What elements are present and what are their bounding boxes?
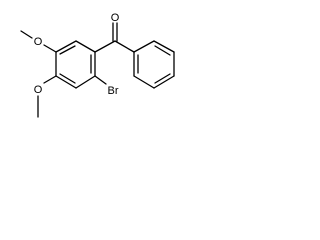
ring1-bond-4-inner [59,73,76,84]
ring1-to-bottom-oxygen-bond [43,75,57,84]
methoxy-top-oxygen-label: O [34,36,43,48]
ring2-bond-2-inner [154,45,171,56]
ring1-bond-4 [55,75,77,89]
ring1-to-top-oxygen-bond [43,44,57,53]
ring1-bond-6 [55,40,77,53]
molecule-diagram: O Br O O [20,12,175,118]
ring2-bond-4 [153,75,175,89]
bromine-label: Br [108,85,119,97]
carbonyl-oxygen-label: O [111,12,120,24]
ring1-bond-1 [75,40,96,53]
ring1-bond-6-inner [59,45,76,55]
phenyl-ring [114,40,175,89]
methoxy-bottom-oxygen-label: O [34,84,43,96]
methoxy-group-bottom: O [34,75,57,118]
carbonyl-group: O [94,12,120,53]
left-benzene-ring [55,40,96,89]
ring2-bond-1 [133,40,155,53]
ring1-bond-3 [75,75,96,89]
ring2-bond-5 [133,75,155,89]
bromo-substituent: Br [94,75,119,97]
ring2-bond-2 [153,40,175,53]
ring1-to-carbonyl-bond [94,40,116,53]
carbonyl-to-phenyl-bond [114,40,135,53]
top-oxygen-to-methyl-bond [20,30,33,39]
ring2-bond-4-inner [154,73,171,84]
structure-canvas: O Br O O [0,0,199,141]
ring1-to-bromine-bond [94,75,107,85]
methoxy-group-top: O [20,30,57,53]
